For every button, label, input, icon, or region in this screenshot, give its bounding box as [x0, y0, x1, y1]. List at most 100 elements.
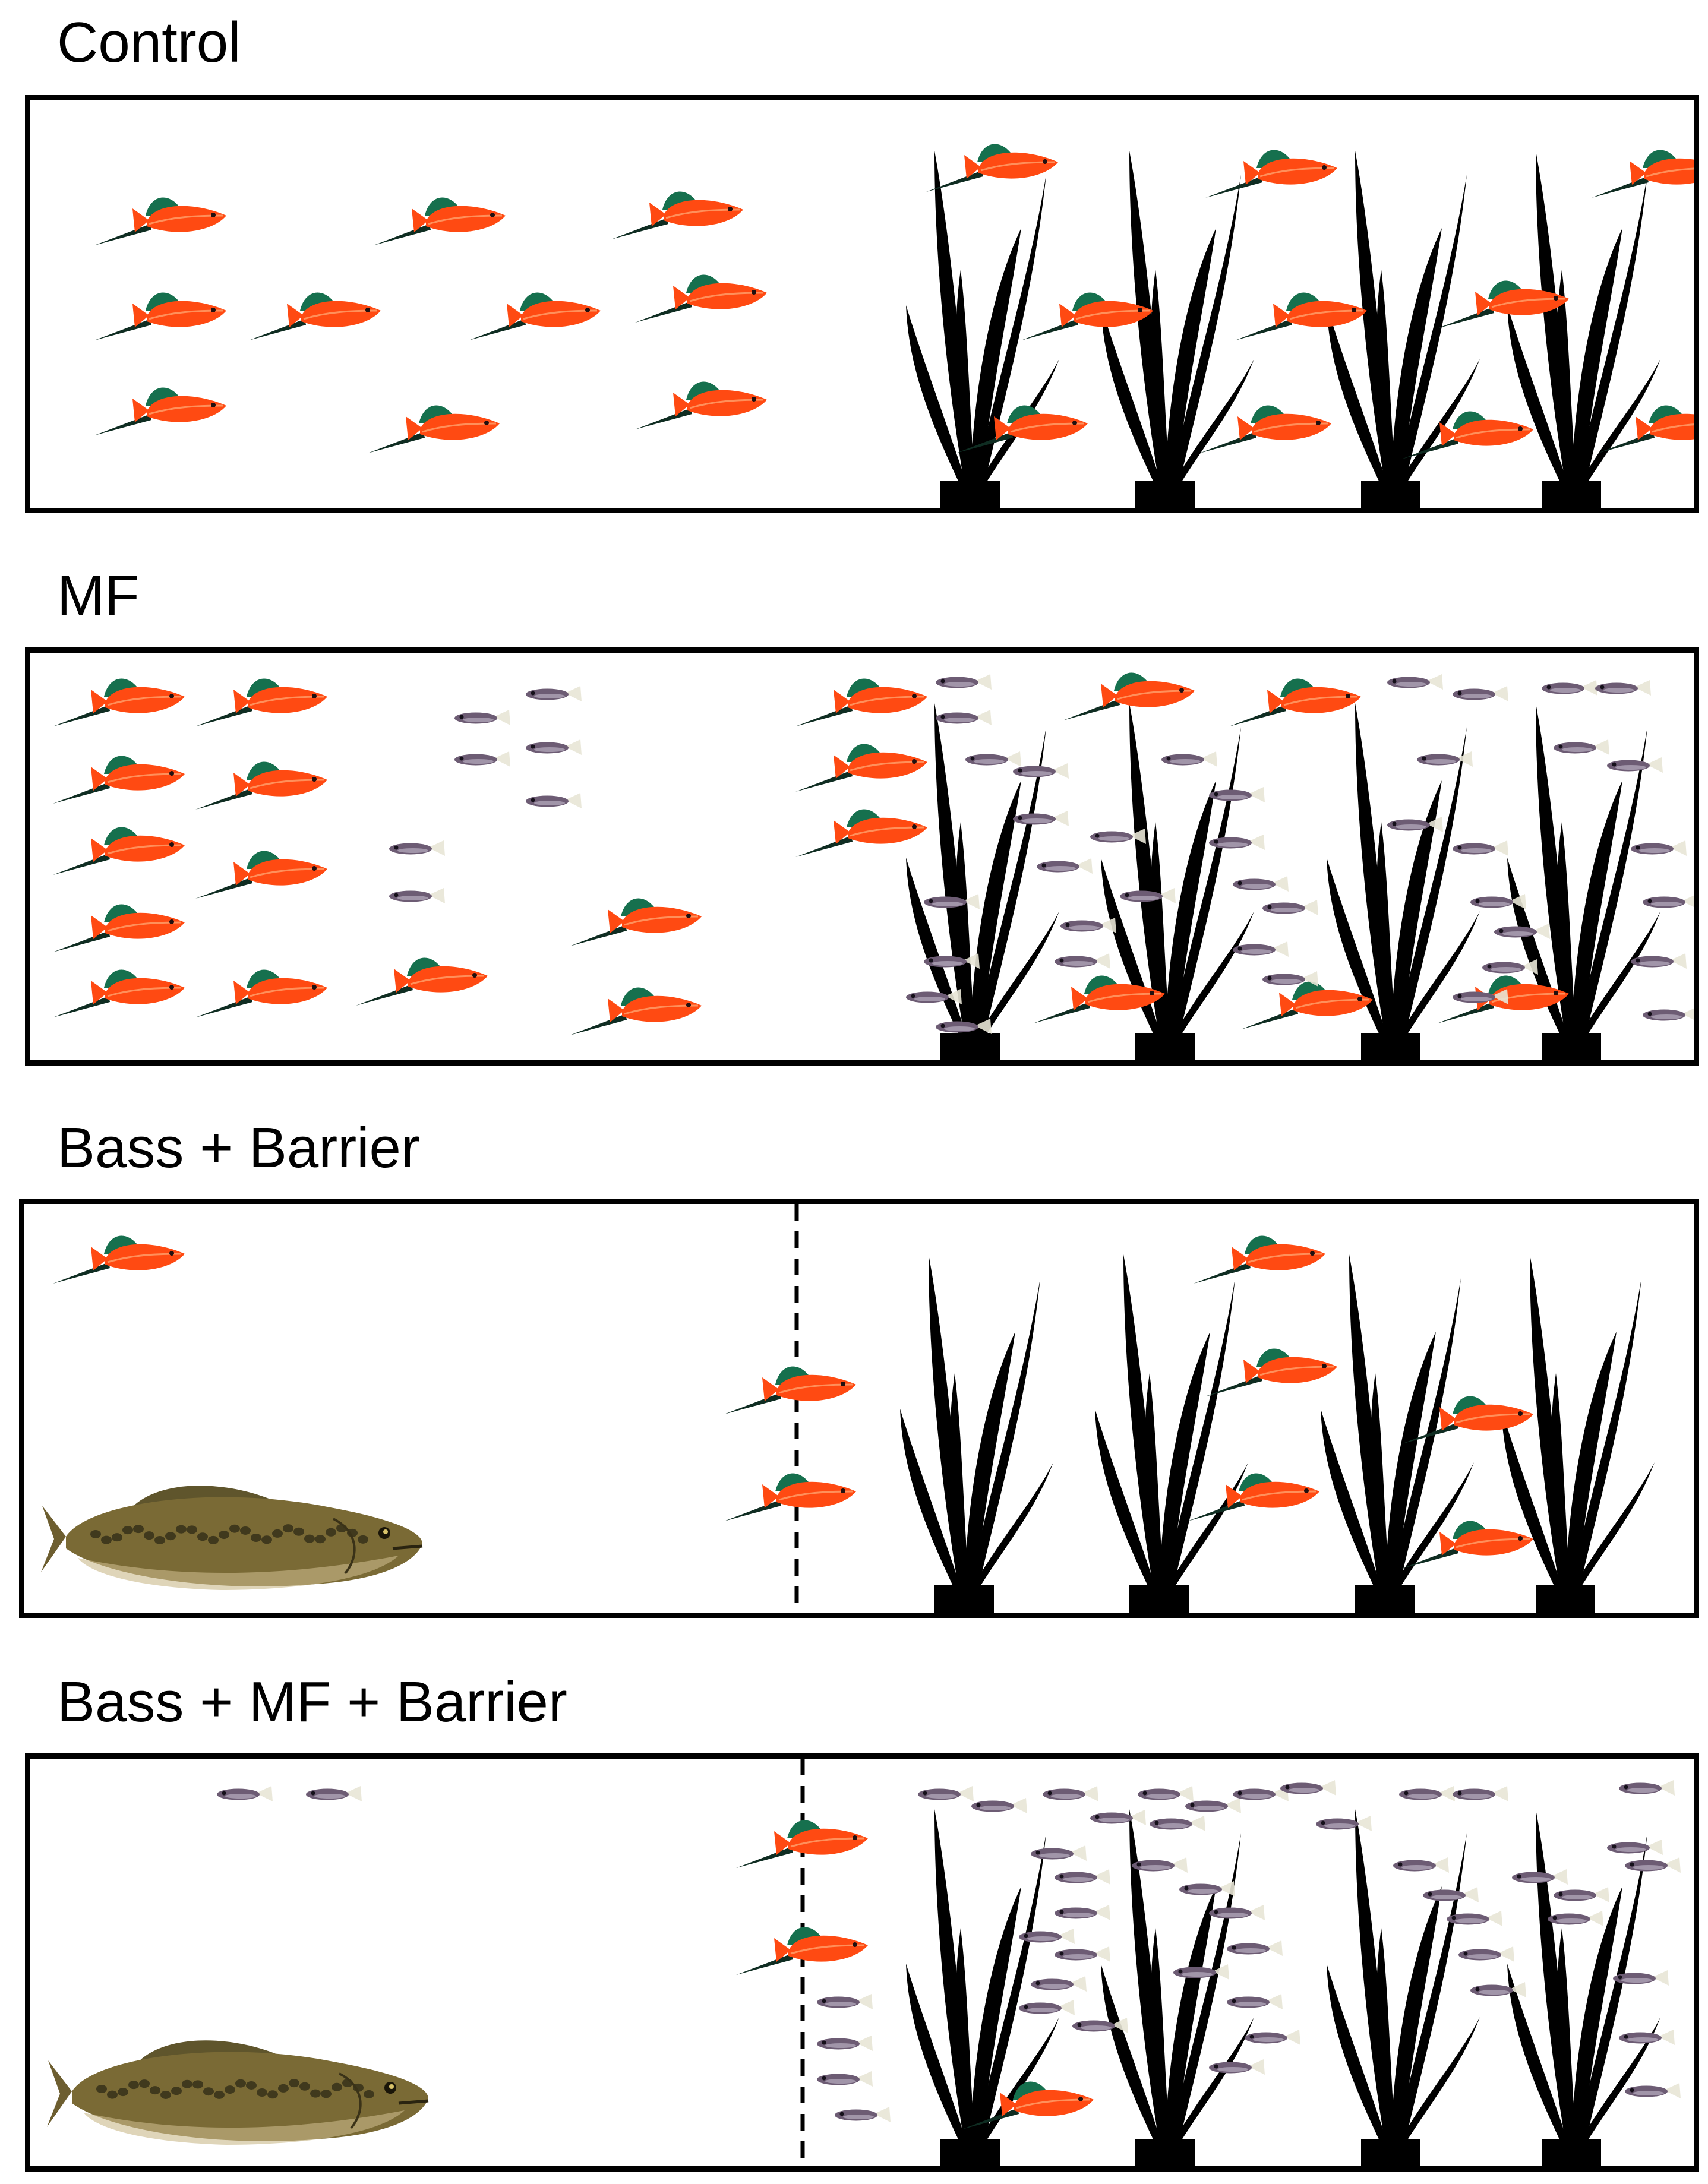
mosquitofish-icon	[1542, 680, 1597, 696]
mosquitofish-icon	[1031, 1976, 1087, 1992]
mosquitofish-icon	[1607, 757, 1663, 773]
mosquitofish-icon	[1387, 817, 1443, 832]
mosquitofish-icon	[1453, 1786, 1508, 1801]
swordtail-fish-icon	[53, 756, 185, 804]
aquatic-plant-icon	[1101, 151, 1254, 508]
swordtail-fish-icon	[926, 144, 1058, 192]
swordtail-fish-icon	[374, 197, 506, 245]
swordtail-fish-icon	[469, 292, 601, 340]
swordtail-fish-icon	[53, 827, 185, 875]
mosquitofish-icon	[1150, 1816, 1205, 1831]
mosquitofish-icon	[1031, 1845, 1087, 1861]
mosquitofish-icon	[817, 2036, 873, 2051]
mosquitofish-icon	[1179, 1881, 1235, 1897]
mosquitofish-icon	[526, 739, 582, 755]
mosquitofish-icon	[1453, 686, 1508, 701]
swordtail-fish-icon	[195, 851, 327, 899]
swordtail-fish-icon	[736, 1820, 868, 1868]
mosquitofish-icon	[1631, 840, 1687, 856]
mosquitofish-icon	[1055, 1946, 1110, 1962]
mosquitofish-icon	[1013, 763, 1069, 779]
mosquitofish-icon	[906, 989, 962, 1004]
swordtail-fish-icon	[1597, 405, 1694, 453]
mosquitofish-icon	[936, 1019, 992, 1034]
swordtail-fish-icon	[53, 678, 185, 726]
mosquitofish-icon	[1619, 2030, 1675, 2045]
mosquitofish-icon	[1161, 751, 1217, 767]
panel-title-bass-barrier: Bass + Barrier	[57, 1116, 420, 1180]
mosquitofish-icon	[1233, 1786, 1289, 1801]
aquatic-plant-icon	[1327, 1809, 1480, 2166]
mosquitofish-icon	[1037, 858, 1093, 874]
swordtail-fish-icon	[1592, 150, 1694, 198]
mosquitofish-icon	[1453, 989, 1508, 1004]
aquatic-plant-icon	[1101, 1809, 1254, 2166]
mosquitofish-icon	[1043, 1786, 1098, 1801]
mosquitofish-icon	[306, 1786, 362, 1801]
mosquitofish-icon	[817, 2071, 873, 2087]
swordtail-fish-icon	[1033, 975, 1165, 1023]
mosquitofish-icon	[1055, 1869, 1110, 1885]
swordtail-fish-icon	[570, 987, 702, 1035]
swordtail-fish-icon	[724, 1473, 856, 1521]
mosquitofish-icon	[1643, 895, 1694, 908]
swordtail-fish-icon	[1235, 292, 1367, 340]
mosquitofish-icon	[217, 1786, 273, 1801]
mosquitofish-icon	[1090, 829, 1146, 844]
mosquitofish-icon	[1090, 1810, 1146, 1825]
mosquitofish-icon	[1453, 840, 1508, 856]
swordtail-fish-icon	[724, 1366, 856, 1414]
mosquitofish-icon	[817, 1994, 873, 2009]
mosquitofish-icon	[971, 1798, 1027, 1813]
swordtail-fish-icon	[94, 292, 226, 340]
swordtail-fish-icon	[635, 274, 767, 323]
mosquitofish-icon	[1387, 674, 1443, 690]
swordtail-fish-icon	[1401, 1396, 1533, 1444]
aquatic-plant-icon	[1501, 1254, 1655, 1613]
mosquitofish-icon	[1512, 1869, 1568, 1885]
mosquitofish-icon	[1060, 918, 1116, 933]
swordtail-fish-icon	[53, 904, 185, 952]
mosquitofish-icon	[1120, 888, 1176, 903]
mosquitofish-icon	[1548, 1911, 1603, 1926]
mosquitofish-icon	[526, 793, 582, 808]
swordtail-fish-icon	[94, 387, 226, 435]
mosquitofish-icon	[1280, 1780, 1336, 1796]
mosquitofish-icon	[1613, 1970, 1669, 1986]
mosquitofish-icon	[1470, 1982, 1526, 1997]
swordtail-fish-icon	[795, 678, 927, 726]
mosquitofish-icon	[924, 953, 980, 969]
largemouth-bass-icon	[47, 2040, 429, 2145]
mosquitofish-icon	[1245, 2030, 1300, 2045]
mosquitofish-icon	[1423, 1887, 1479, 1902]
mosquitofish-icon	[936, 710, 992, 725]
mosquitofish-icon	[1209, 1905, 1265, 1920]
swordtail-fish-icon	[962, 2081, 1094, 2129]
swordtail-fish-icon	[53, 969, 185, 1017]
mosquitofish-icon	[1625, 1857, 1681, 1873]
tank-bass-barrier	[19, 1199, 1699, 1618]
mosquitofish-icon	[1209, 835, 1265, 850]
swordtail-fish-icon	[249, 292, 381, 340]
mosquitofish-icon	[389, 840, 445, 856]
swordtail-fish-icon	[1199, 405, 1331, 453]
mosquitofish-icon	[1262, 971, 1318, 987]
swordtail-fish-icon	[956, 405, 1088, 453]
mosquitofish-icon	[1055, 953, 1110, 969]
mosquitofish-icon	[1055, 1905, 1110, 1920]
swordtail-fish-icon	[1021, 292, 1153, 340]
mosquitofish-icon	[1019, 1929, 1075, 1944]
mosquitofish-icon	[454, 751, 510, 767]
mosquitofish-icon	[1399, 1786, 1455, 1801]
mosquitofish-icon	[1417, 751, 1473, 767]
mosquitofish-icon	[389, 888, 445, 903]
swordtail-fish-icon	[53, 1235, 185, 1284]
aquatic-plant-icon	[906, 1809, 1059, 2166]
aquatic-plant-icon	[906, 151, 1059, 508]
panel-title-mf: MF	[57, 564, 140, 627]
swordtail-fish-icon	[195, 678, 327, 726]
mosquitofish-icon	[1233, 876, 1289, 892]
swordtail-fish-icon	[195, 969, 327, 1017]
mosquitofish-icon	[1393, 1857, 1449, 1873]
mosquitofish-icon	[1185, 1798, 1241, 1813]
